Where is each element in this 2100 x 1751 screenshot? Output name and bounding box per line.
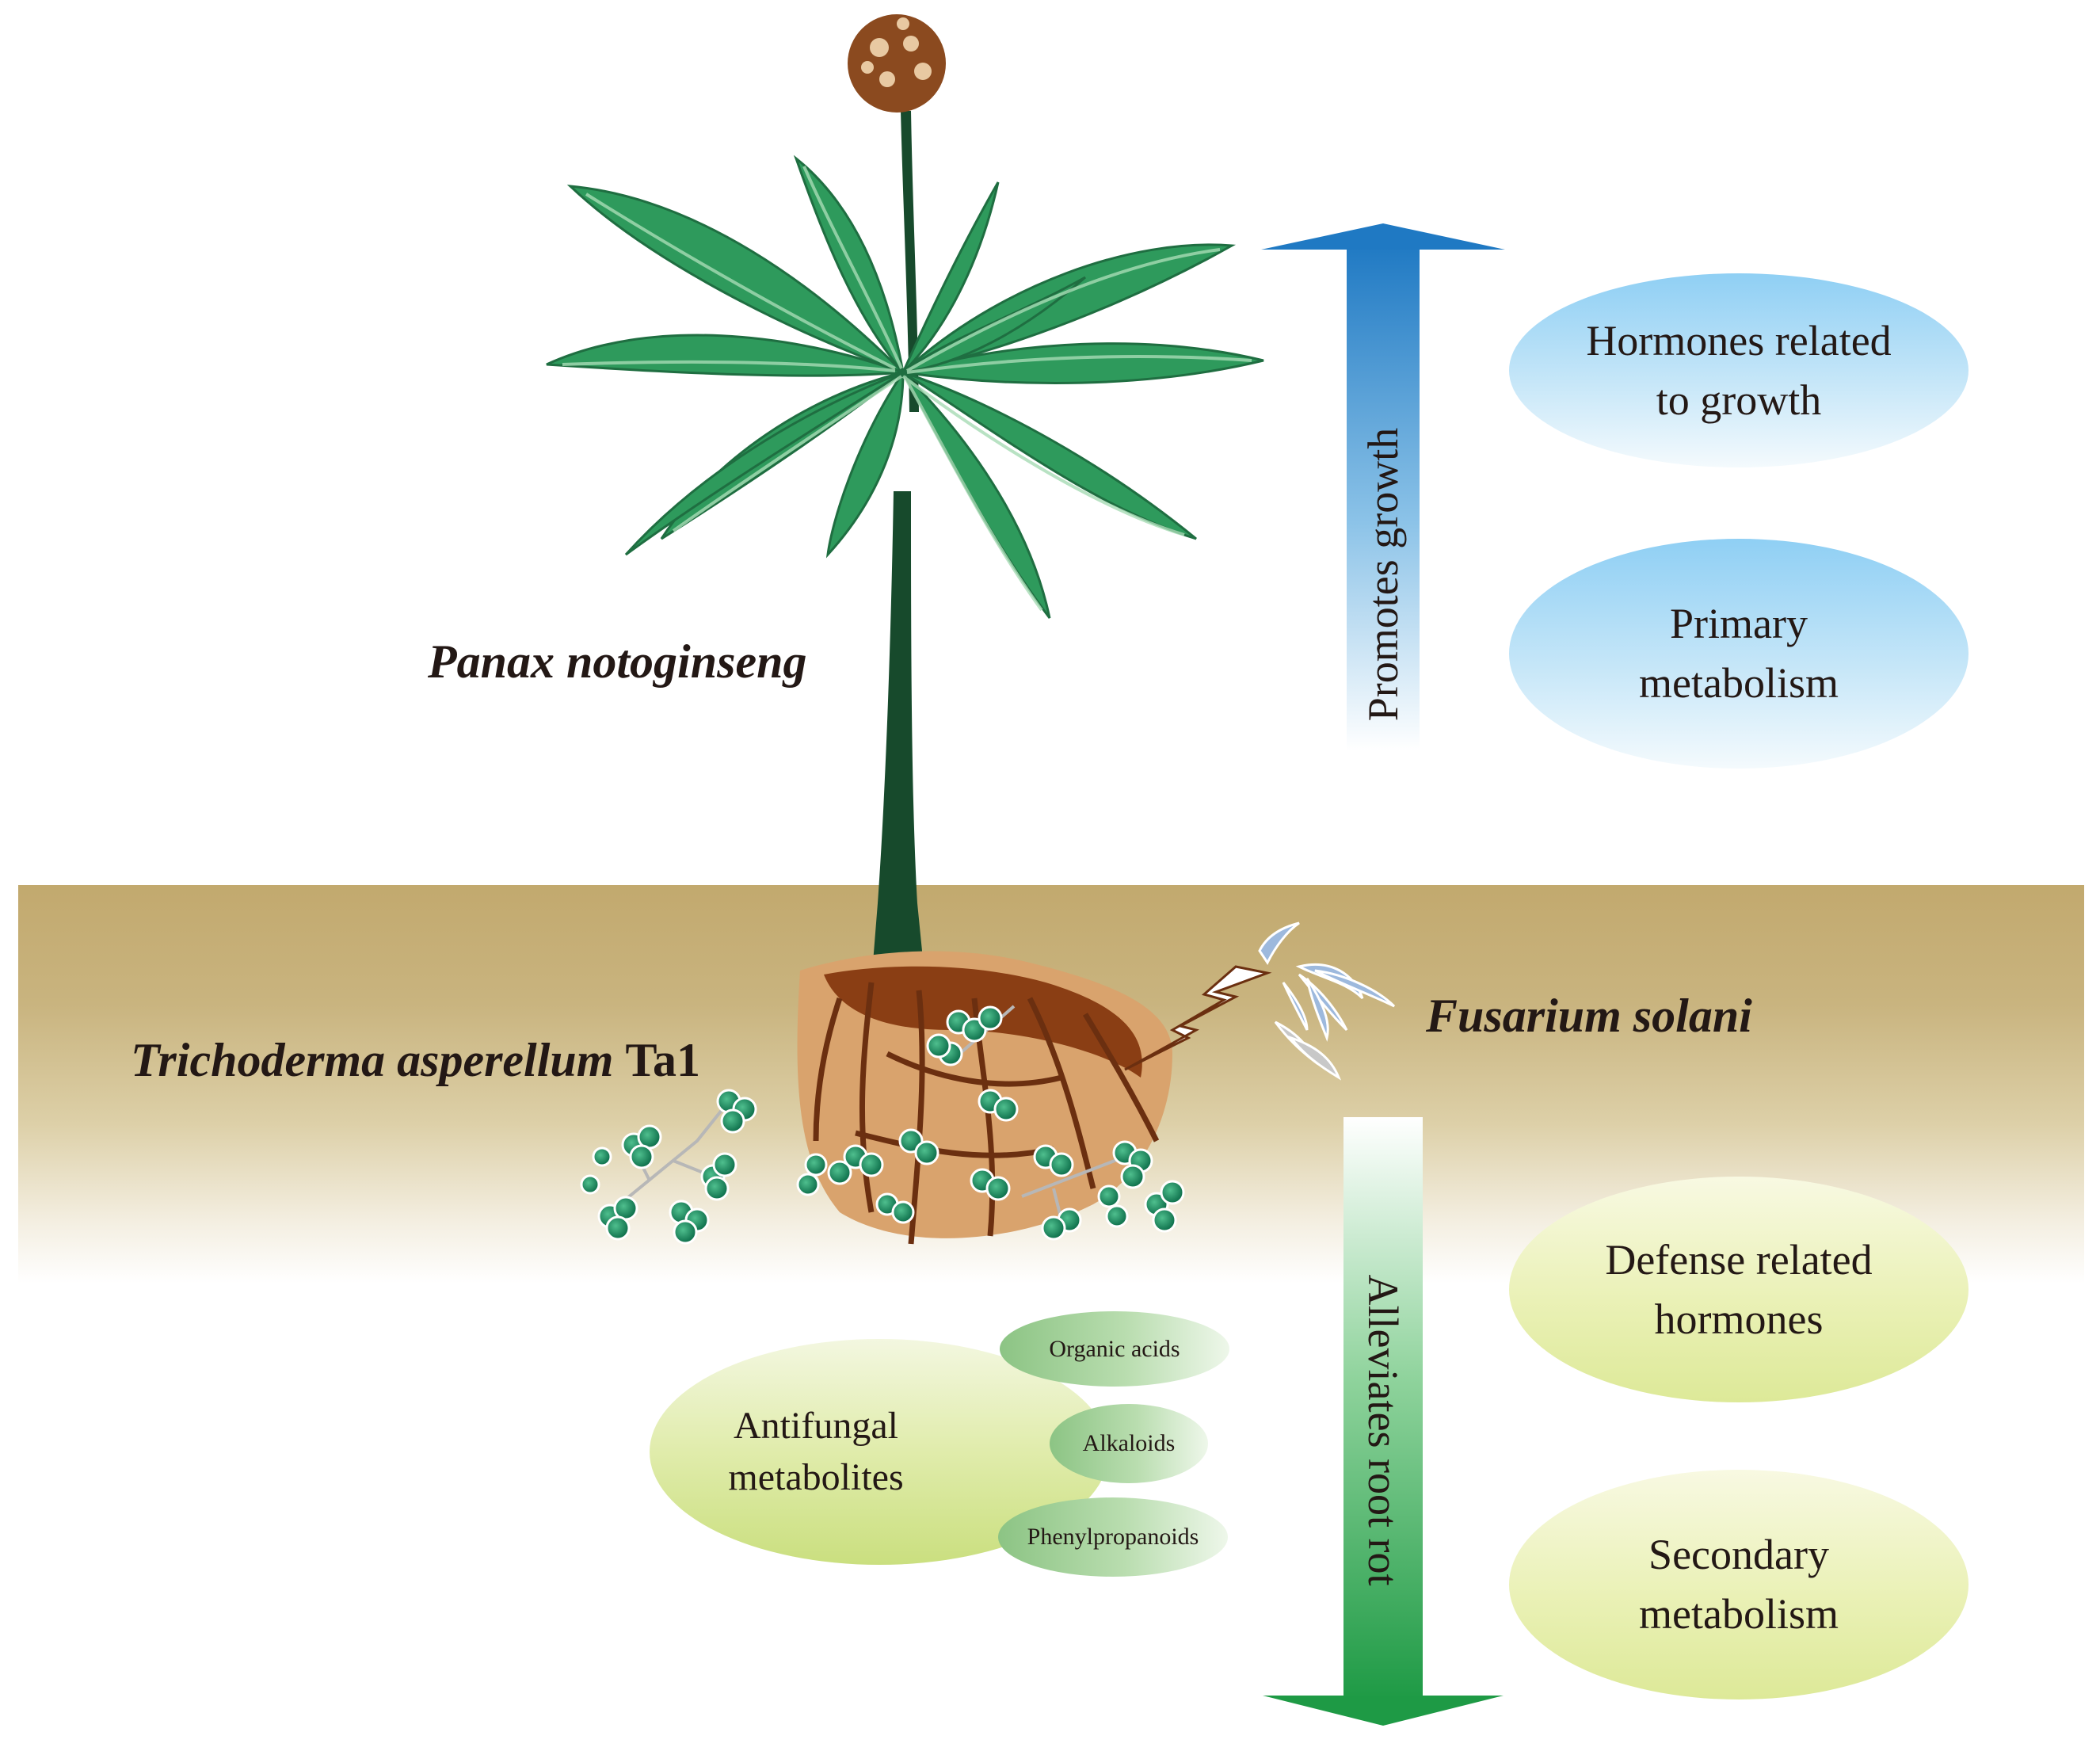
trichoderma-spores — [580, 1005, 1185, 1245]
defense-hormones-line1: Defense related — [1605, 1235, 1873, 1284]
fusarium-label: Fusarium solani — [1426, 990, 1752, 1042]
growth-hormones-line1: Hormones related — [1586, 316, 1892, 364]
trichoderma-label: Trichoderma asperellum Ta1 — [131, 1036, 700, 1084]
defense-hormones-ellipse: Defense related hormones — [1509, 1177, 1969, 1402]
defense-hormones-line2: hormones — [1654, 1295, 1824, 1343]
alkaloids-pill: Alkaloids — [1050, 1404, 1208, 1483]
growth-arrow — [1261, 223, 1505, 751]
plant-label: Panax notoginseng — [428, 635, 807, 688]
trichoderma-strain: Ta1 — [625, 1034, 700, 1086]
growth-hormones-line2: to growth — [1656, 376, 1822, 424]
growth-arrow-label: Promotes growth — [1359, 427, 1407, 722]
plant-illustration — [546, 14, 1264, 982]
fusarium-spores — [1258, 921, 1396, 1081]
trichoderma-species-name: Trichoderma asperellum — [131, 1034, 614, 1086]
root-rot-arrow — [1263, 1117, 1504, 1726]
organic-acids-pill: Organic acids — [1000, 1311, 1229, 1387]
flower-head — [848, 14, 946, 113]
primary-metabolism-line2: metabolism — [1639, 659, 1839, 707]
secondary-metabolism-line1: Secondary — [1648, 1531, 1829, 1579]
growth-hormones-ellipse: Hormones related to growth — [1509, 273, 1969, 467]
primary-metabolism-ellipse: Primary metabolism — [1509, 539, 1969, 769]
antifungal-line2: metabolites — [728, 1455, 904, 1498]
secondary-metabolism-ellipse: Secondary metabolism — [1509, 1470, 1969, 1700]
primary-metabolism-line1: Primary — [1670, 600, 1808, 648]
antifungal-line1: Antifungal — [734, 1404, 898, 1447]
root-system — [797, 951, 1272, 1245]
phenylpropanoids-pill: Phenylpropanoids — [998, 1497, 1228, 1577]
secondary-metabolism-line2: metabolism — [1639, 1590, 1839, 1638]
root-rot-arrow-label: Alleviates root rot — [1359, 1274, 1407, 1586]
